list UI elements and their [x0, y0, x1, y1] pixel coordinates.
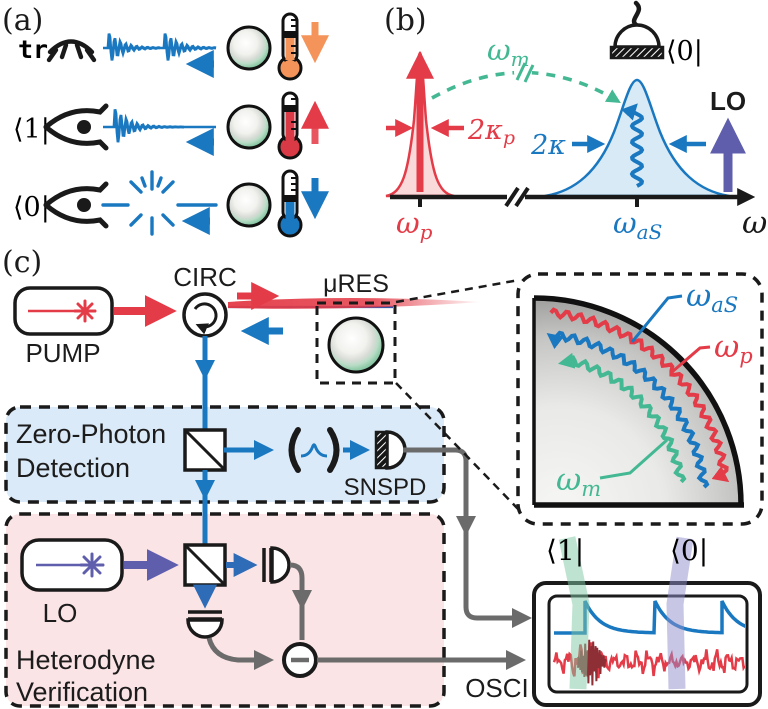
- pump-label: PUMP: [25, 338, 100, 368]
- het-label-line2: Verification: [16, 677, 148, 707]
- beamsplitter-diagonal: [183, 543, 227, 587]
- open-eye-icon: [43, 181, 109, 229]
- pump-circulating-wave: [549, 307, 730, 483]
- circ-label: CIRC: [173, 262, 237, 292]
- click-trace: [554, 600, 745, 635]
- row2-state-label: ⟨1|: [13, 114, 50, 145]
- axis-break-slash: [514, 186, 530, 208]
- filter-cavity-icon: [288, 427, 340, 473]
- mures-box: [315, 301, 397, 385]
- axis-break-slash: [504, 186, 520, 208]
- pointer-line: [671, 345, 711, 374]
- microsphere-icon: [226, 25, 272, 71]
- panel-a-label: (a): [2, 3, 43, 38]
- detector-icon: [609, 0, 665, 60]
- inset-connector: [395, 382, 520, 511]
- mechanical-circulating-wave: [558, 352, 687, 484]
- circulator-arrow: [193, 302, 218, 335]
- thermometer-hot-icon: [277, 91, 303, 160]
- mures-label: μRES: [323, 270, 389, 298]
- zpd-label-line1: Zero-Photon: [16, 419, 166, 449]
- row1-state-label: tr: [18, 35, 48, 64]
- bra1-label: ⟨1|: [546, 534, 584, 567]
- arc-break-slash: [515, 62, 527, 81]
- snspd-detector-icon: [374, 430, 407, 470]
- kappa-label: 2κ: [530, 130, 566, 161]
- snspd-label: SNSPD: [344, 474, 427, 501]
- zpd-label-line2: Detection: [16, 453, 130, 483]
- pointer-line: [599, 438, 668, 480]
- bra1-highlight-band: [558, 536, 590, 690]
- laser-star-icon: [73, 299, 97, 323]
- closed-eye-icon: [46, 39, 97, 63]
- arc-break-slash: [523, 64, 535, 83]
- lo-laser: [20, 538, 124, 592]
- omega-as-tick-label: ωaS: [613, 206, 662, 244]
- row3-state-label: ⟨0|: [13, 192, 50, 223]
- panel-a: (a) tr ⟨1|: [2, 3, 329, 238]
- photon-burst-icon: [101, 170, 218, 236]
- photodiode-icon: [262, 546, 291, 584]
- inset-omega-p-label: ωp: [714, 329, 753, 368]
- microsphere-icon: [226, 182, 272, 228]
- omega-m-dashed-arc: [431, 70, 621, 103]
- panel-b: (b) 2κp 2κ ωm ⟨0| LO: [384, 0, 767, 244]
- photodiode-icon: [186, 610, 224, 639]
- thermometer-cold-icon: [277, 169, 303, 238]
- panel-b-label: (b): [384, 3, 427, 38]
- single-wavepacket: [112, 108, 184, 143]
- pump-laser: [13, 286, 114, 336]
- antistokes-circulating-wave: [546, 330, 710, 489]
- microsphere-icon: [226, 104, 272, 150]
- inset-omega-m-label: ωm: [556, 462, 601, 501]
- phonon-wavy-arrow: [621, 103, 645, 188]
- het-label-line1: Heterodyne: [16, 645, 156, 675]
- inset-connector: [395, 278, 520, 304]
- circulator-icon: [182, 292, 228, 338]
- osci-label: OSCI: [465, 673, 529, 703]
- lo-label: LO: [710, 86, 746, 116]
- resonator-zoom: [532, 295, 744, 508]
- open-eye-icon: [43, 103, 109, 151]
- panel-c-label: (c): [2, 245, 42, 280]
- bra0-highlight-band: [666, 536, 694, 690]
- lo-label: LO: [43, 598, 78, 628]
- pointer-line: [630, 294, 683, 343]
- laser-star-icon: [79, 552, 105, 578]
- kappa-p-label: 2κp: [467, 115, 515, 149]
- beamsplitter-diagonal: [183, 428, 227, 472]
- bra0-label: ⟨0|: [666, 36, 703, 67]
- microsphere-icon: [327, 316, 385, 374]
- resonator-surface: [534, 298, 741, 505]
- photodiode-wire: [206, 637, 274, 670]
- thermometer-warm-icon: [277, 12, 303, 81]
- omega-m-label: ωm: [487, 33, 530, 71]
- omega-p-tick-label: ωp: [396, 206, 433, 244]
- photodiode-wire: [289, 562, 305, 640]
- panel-c: (c) Zero-Photon Detection Heterodyne Ver…: [2, 245, 764, 708]
- omega-axis-label: ω: [742, 205, 767, 241]
- inset-omega-as-label: ωaS: [686, 278, 738, 317]
- bra0-label: ⟨0|: [670, 534, 708, 567]
